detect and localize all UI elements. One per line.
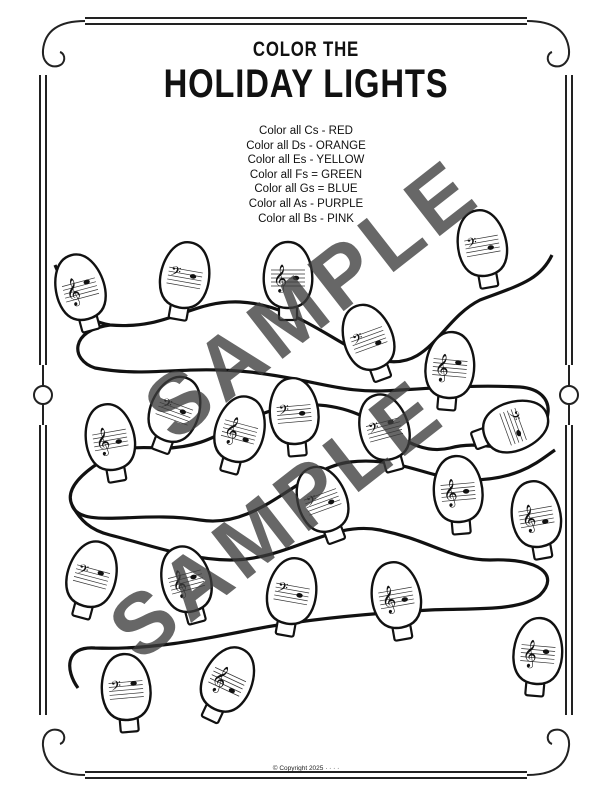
color-key-item: Color all As - PURPLE: [248, 197, 364, 210]
treble-clef-icon: 𝄞: [434, 353, 451, 383]
note-head: [190, 574, 197, 580]
color-key-item: Color all Fs = GREEN: [249, 168, 363, 181]
light-bulb: 𝄞: [432, 454, 484, 536]
title-line-1: COLOR THE: [252, 38, 360, 61]
note-head: [189, 274, 197, 279]
music-staff: [464, 234, 501, 258]
light-bulb: 𝄢: [358, 393, 411, 474]
note-head: [542, 649, 550, 655]
note-head: [387, 419, 394, 425]
music-staff: [166, 266, 203, 290]
treble-clef-icon: 𝄞: [379, 584, 398, 615]
light-bulb: 𝄢: [295, 465, 350, 545]
bass-clef-icon: 𝄢: [169, 263, 182, 283]
light-bulb: 𝄞: [512, 616, 564, 698]
bass-clef-icon: 𝄢: [276, 579, 289, 599]
music-staff: [273, 582, 310, 606]
note-head: [401, 597, 408, 602]
music-staff: [378, 586, 415, 610]
note-head: [292, 275, 300, 281]
light-bulb: 𝄞: [84, 403, 137, 484]
light-bulb: 𝄞: [370, 561, 423, 642]
note-head: [130, 681, 137, 686]
color-key-item: Color all Bs - PINK: [258, 212, 354, 225]
music-staff: [440, 482, 476, 502]
note-head: [97, 570, 104, 576]
decorative-border: [33, 17, 579, 779]
color-key-item: Color all Ds - ORANGE: [246, 139, 366, 152]
note-head: [298, 410, 306, 416]
music-staff: [303, 488, 342, 516]
music-staff: [432, 358, 468, 378]
note-head: [228, 688, 235, 694]
music-staff: [499, 407, 527, 446]
treble-clef-icon: 𝄞: [522, 639, 539, 669]
light-bulb: 𝄞: [424, 330, 476, 412]
bass-clef-icon: 𝄢: [75, 560, 90, 581]
light-bulbs: 𝄞𝄢𝄞𝄢𝄢𝄞𝄢𝄢𝄞𝄞𝄢𝄢𝄞𝄢𝄞𝄢𝄞𝄢𝄞𝄞𝄢𝄞: [54, 209, 564, 734]
note-head: [296, 593, 303, 598]
light-bulb: 𝄢: [147, 375, 202, 455]
light-bulb: 𝄞: [54, 253, 107, 334]
music-staff: [61, 277, 100, 303]
bass-clef-icon: 𝄢: [110, 677, 122, 697]
treble-clef-icon: 𝄞: [93, 426, 112, 457]
light-bulb: 𝄢: [265, 557, 318, 638]
note-head: [542, 519, 549, 524]
note-head: [516, 430, 522, 437]
note-head: [242, 437, 249, 443]
note-head: [462, 488, 470, 494]
music-staff: [276, 404, 312, 424]
light-bulb: 𝄢: [268, 376, 320, 458]
music-staff: [520, 644, 556, 664]
music-staff: [208, 667, 247, 697]
color-key-item: Color all Es - YELLOW: [247, 154, 365, 167]
light-bulb: 𝄢: [341, 303, 396, 383]
light-bulb: 𝄢: [100, 652, 152, 734]
music-staff: [72, 564, 111, 590]
page-title: HOLIDAY LIGHTS: [163, 62, 449, 106]
light-bulb: 𝄞: [199, 646, 256, 725]
treble-clef-icon: 𝄞: [519, 503, 538, 534]
light-bulb: 𝄞: [262, 240, 314, 322]
color-key: Color all Cs - RED Color all Ds - ORANGE…: [206, 124, 406, 226]
light-bulb: 𝄞: [160, 545, 213, 626]
note-head: [455, 360, 462, 366]
bass-clef-icon: 𝄢: [465, 234, 478, 254]
music-staff: [220, 419, 259, 445]
light-bulb: 𝄢: [65, 540, 118, 621]
music-staff: [271, 269, 305, 287]
light-bulb: 𝄢: [158, 241, 211, 322]
note-head: [328, 499, 335, 505]
music-staff: [518, 505, 555, 529]
light-bulb: 𝄞: [510, 480, 563, 561]
note-head: [115, 439, 122, 444]
bass-clef-icon: 𝄢: [367, 419, 382, 440]
music-staff: [108, 680, 144, 700]
note-head: [487, 245, 494, 250]
music-staff: [92, 428, 129, 452]
music-staff: [167, 569, 206, 595]
bass-clef-icon: 𝄢: [278, 401, 290, 421]
copyright-footer: © Copyright 2025 · · · ·: [272, 765, 340, 772]
color-key-item: Color all Cs - RED: [259, 125, 353, 137]
music-staff: [365, 417, 404, 443]
note-head: [83, 279, 90, 285]
music-staff: [349, 326, 388, 354]
treble-clef-icon: 𝄞: [442, 478, 459, 508]
note-head: [375, 340, 382, 346]
treble-clef-icon: 𝄞: [273, 264, 287, 293]
light-bulb: 𝄢: [456, 209, 509, 290]
music-staff: [155, 398, 194, 426]
color-key-item: Color all Gs = BLUE: [254, 183, 358, 196]
note-head: [179, 409, 186, 415]
light-bulb: 𝄞: [213, 395, 266, 476]
light-bulb: 𝄢: [470, 399, 550, 454]
